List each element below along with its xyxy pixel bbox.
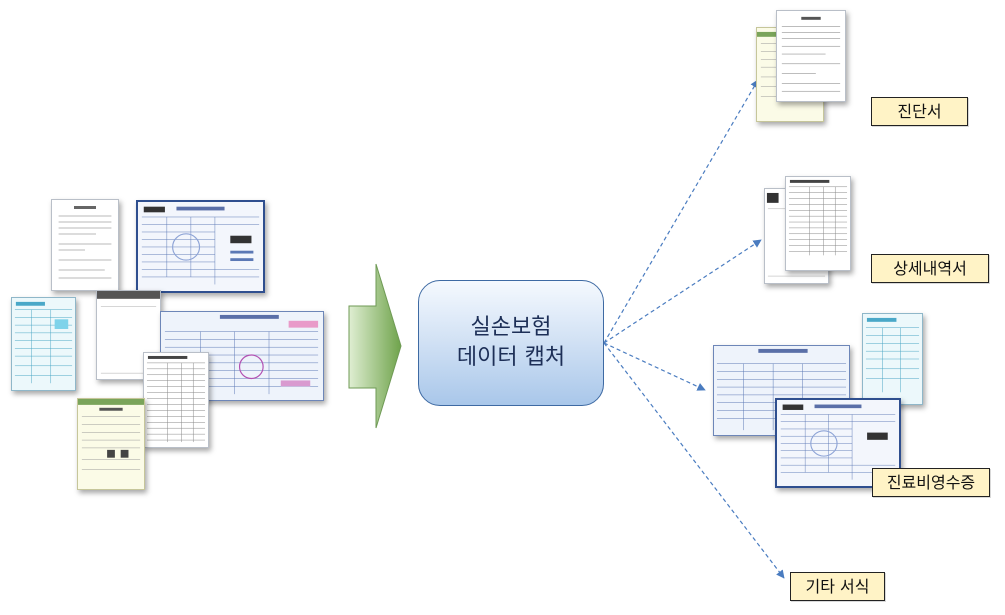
input-document-certificate bbox=[51, 199, 119, 291]
connector-to-diagnosis bbox=[603, 79, 759, 344]
input-document-receipt-top bbox=[136, 200, 265, 293]
output-document-detail bbox=[785, 176, 851, 271]
document-thumbnail bbox=[781, 16, 841, 92]
process-title-line-2: 데이터 캡처 bbox=[456, 345, 566, 370]
document-thumbnail bbox=[58, 206, 112, 279]
connector-to-other bbox=[603, 342, 785, 579]
input-document-detail-list bbox=[143, 352, 209, 448]
process-title-line-1: 실손보험 bbox=[470, 315, 552, 340]
document-thumbnail bbox=[141, 206, 260, 285]
document-thumbnail bbox=[14, 301, 73, 384]
output-document-diagnosis bbox=[776, 10, 846, 102]
connector-to-detail bbox=[603, 239, 762, 344]
process-box: 실손보험 데이터 캡처 bbox=[418, 280, 604, 406]
document-thumbnail bbox=[780, 404, 896, 480]
output-label-other: 기타 서식 bbox=[790, 572, 885, 601]
document-thumbnail bbox=[78, 399, 144, 470]
document-thumbnail bbox=[146, 355, 206, 443]
flow-arrow bbox=[348, 263, 402, 429]
input-document-blank-form bbox=[96, 290, 161, 380]
connector-to-receipt bbox=[603, 342, 706, 391]
output-label-detail: 상세내역서 bbox=[871, 254, 989, 283]
output-label-receipt: 진료비영수증 bbox=[872, 468, 990, 497]
input-document-table-cyan bbox=[11, 297, 76, 391]
document-thumbnail bbox=[865, 317, 920, 393]
input-document-yellow-form bbox=[77, 398, 145, 490]
document-thumbnail bbox=[788, 179, 848, 256]
output-document-receipt-cyan bbox=[862, 313, 923, 405]
output-label-diagnosis: 진단서 bbox=[871, 97, 968, 126]
